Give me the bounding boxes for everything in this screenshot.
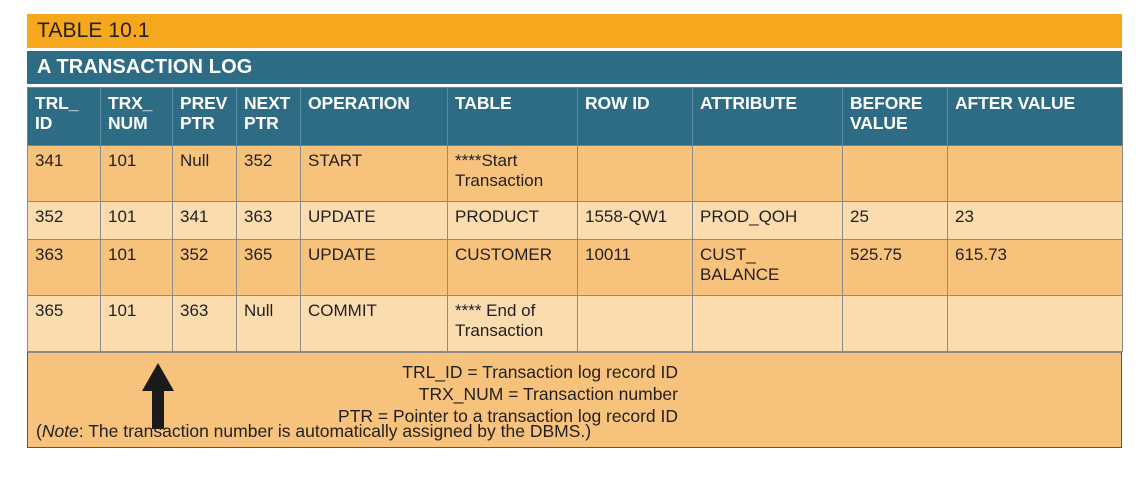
header-line-1: OPERATION bbox=[308, 93, 410, 113]
cell-trl-id: 363 bbox=[27, 239, 101, 296]
cell-after-value: 23 bbox=[947, 201, 1123, 240]
cell-trl-id: 352 bbox=[27, 201, 101, 240]
column-header-after-value: AFTER VALUE bbox=[947, 87, 1123, 146]
cell-row-id bbox=[577, 295, 693, 352]
cell-table: **** End of Transaction bbox=[447, 295, 578, 352]
cell-trl-id: 341 bbox=[27, 145, 101, 202]
cell-table: PRODUCT bbox=[447, 201, 578, 240]
cell-trl-id: 365 bbox=[27, 295, 101, 352]
column-header-table: TABLE bbox=[447, 87, 578, 146]
cell-trx-num: 101 bbox=[100, 145, 173, 202]
cell-before-value: 25 bbox=[842, 201, 948, 240]
cell-next-ptr: 352 bbox=[236, 145, 301, 202]
cell-operation: UPDATE bbox=[300, 201, 448, 240]
legend-lines: TRL_ID = Transaction log record ID TRX_N… bbox=[28, 361, 678, 427]
up-arrow-icon bbox=[142, 363, 174, 429]
note-label: Note bbox=[41, 421, 79, 441]
cell-attribute: CUST_ BALANCE bbox=[692, 239, 843, 296]
header-line-1: NEXT PTR bbox=[244, 93, 291, 134]
header-line-1: AFTER VALUE bbox=[955, 93, 1076, 113]
transaction-log-table: TRL_ ID TRX_ NUM PREV PTR NEXT PTR OPERA… bbox=[27, 87, 1123, 352]
table-number-bar: TABLE 10.1 bbox=[27, 14, 1122, 48]
legend-line-ptr: PTR = Pointer to a transaction log recor… bbox=[338, 406, 678, 426]
header-line-1: TRX_ NUM bbox=[108, 93, 153, 134]
table-row: 365 101 363 Null COMMIT **** End of Tran… bbox=[27, 295, 1123, 352]
cell-row-id: 10011 bbox=[577, 239, 693, 296]
cell-next-ptr: 363 bbox=[236, 201, 301, 240]
table-header-row: TRL_ ID TRX_ NUM PREV PTR NEXT PTR OPERA… bbox=[27, 87, 1123, 146]
column-header-operation: OPERATION bbox=[300, 87, 448, 146]
cell-before-value: 525.75 bbox=[842, 239, 948, 296]
footer-legend-panel: TRL_ID = Transaction log record ID TRX_N… bbox=[27, 352, 1122, 448]
column-header-trx-num: TRX_ NUM bbox=[100, 87, 173, 146]
cell-attribute: PROD_QOH bbox=[692, 201, 843, 240]
cell-trx-num: 101 bbox=[100, 295, 173, 352]
column-header-row-id: ROW ID bbox=[577, 87, 693, 146]
cell-table: CUSTOMER bbox=[447, 239, 578, 296]
cell-operation: COMMIT bbox=[300, 295, 448, 352]
cell-prev-ptr: 363 bbox=[172, 295, 237, 352]
header-line-1: TRL_ ID bbox=[35, 93, 79, 134]
header-line-1: PREV PTR bbox=[180, 93, 228, 134]
note-open-paren: ( bbox=[36, 421, 42, 441]
cell-row-id bbox=[577, 145, 693, 202]
cell-row-id: 1558-QW1 bbox=[577, 201, 693, 240]
header-line-1: ROW ID bbox=[585, 93, 650, 113]
column-header-prev-ptr: PREV PTR bbox=[172, 87, 237, 146]
cell-trx-num: 101 bbox=[100, 201, 173, 240]
cell-next-ptr: 365 bbox=[236, 239, 301, 296]
cell-after-value bbox=[947, 295, 1123, 352]
cell-table: ****Start Transaction bbox=[447, 145, 578, 202]
column-header-attribute: ATTRIBUTE bbox=[692, 87, 843, 146]
cell-before-value bbox=[842, 295, 948, 352]
column-header-trl-id: TRL_ ID bbox=[27, 87, 101, 146]
header-line-1: ATTRIBUTE bbox=[700, 93, 797, 113]
legend-line-trl-id: TRL_ID = Transaction log record ID bbox=[402, 362, 678, 382]
table-caption-bar: A TRANSACTION LOG bbox=[27, 51, 1122, 84]
table-row: 363 101 352 365 UPDATE CUSTOMER 10011 CU… bbox=[27, 239, 1123, 296]
column-header-before-value: BEFORE VALUE bbox=[842, 87, 948, 146]
cell-before-value bbox=[842, 145, 948, 202]
column-header-next-ptr: NEXT PTR bbox=[236, 87, 301, 146]
header-line-1: TABLE bbox=[455, 93, 512, 113]
cell-operation: START bbox=[300, 145, 448, 202]
legend-line-trx-num: TRX_NUM = Transaction number bbox=[418, 384, 678, 404]
table-row: 341 101 Null 352 START ****Start Transac… bbox=[27, 145, 1123, 202]
table-row: 352 101 341 363 UPDATE PRODUCT 1558-QW1 … bbox=[27, 201, 1123, 240]
cell-after-value: 615.73 bbox=[947, 239, 1123, 296]
cell-after-value bbox=[947, 145, 1123, 202]
cell-next-ptr: Null bbox=[236, 295, 301, 352]
cell-attribute bbox=[692, 295, 843, 352]
header-line-1: BEFORE VALUE bbox=[850, 93, 923, 134]
cell-prev-ptr: 341 bbox=[172, 201, 237, 240]
transaction-log-figure: TABLE 10.1 A TRANSACTION LOG TRL_ ID TRX… bbox=[27, 14, 1123, 448]
cell-attribute bbox=[692, 145, 843, 202]
note-body: : The transaction number is automaticall… bbox=[78, 421, 592, 441]
cell-operation: UPDATE bbox=[300, 239, 448, 296]
cell-trx-num: 101 bbox=[100, 239, 173, 296]
cell-prev-ptr: 352 bbox=[172, 239, 237, 296]
cell-prev-ptr: Null bbox=[172, 145, 237, 202]
footer-note-line: (Note: The transaction number is automat… bbox=[36, 420, 591, 442]
